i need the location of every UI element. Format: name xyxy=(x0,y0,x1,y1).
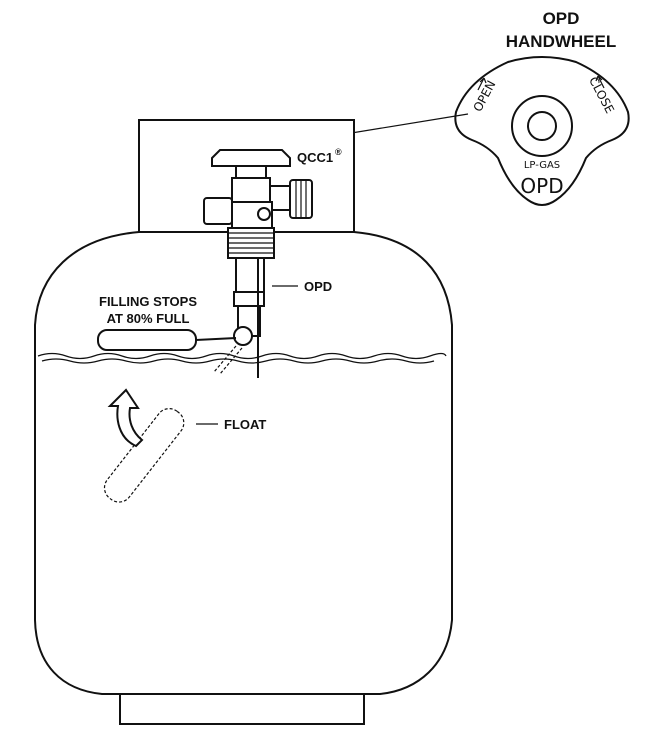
arrow-up-curved-icon xyxy=(107,388,144,448)
opd-wheel-label: OPD xyxy=(520,174,563,198)
valve-assembly xyxy=(203,149,313,378)
lpgas-label: LP-GAS xyxy=(524,160,560,171)
float-label: FLOAT xyxy=(224,417,266,432)
filling-stops-line1: FILLING STOPS xyxy=(99,294,197,309)
qcc1-label: QCC1 xyxy=(297,150,333,165)
valve-handwheel xyxy=(211,149,291,167)
float-empty-position xyxy=(103,345,243,503)
liquid-level-line xyxy=(37,352,447,360)
handwheel-title-line2: HANDWHEEL xyxy=(506,32,617,51)
opd-label: OPD xyxy=(304,279,332,294)
open-arrow-icon xyxy=(477,77,487,91)
float-arm-full xyxy=(195,337,237,341)
liquid-level-line-2 xyxy=(41,358,435,364)
close-arrow-icon xyxy=(595,75,605,89)
filling-stops-line2: AT 80% FULL xyxy=(107,311,190,326)
float-full-position xyxy=(97,329,197,351)
handwheel-title-line1: OPD xyxy=(543,9,580,28)
opd-handwheel: OPEN CLOSE LP-GAS OPD xyxy=(454,56,630,206)
qcc1-registered-mark: ® xyxy=(335,147,342,157)
